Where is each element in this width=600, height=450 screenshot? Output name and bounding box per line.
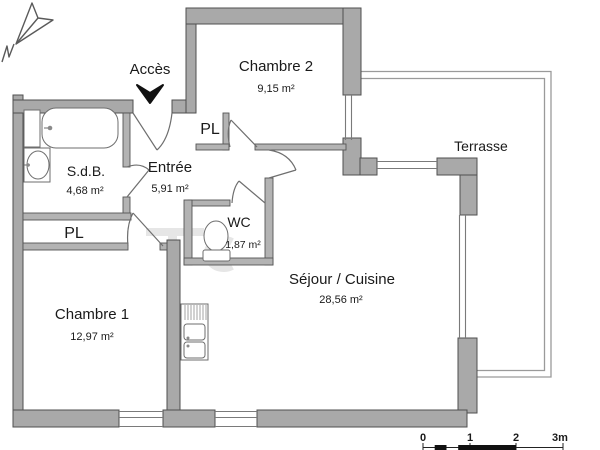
terrace-railing	[361, 70, 552, 378]
scale-tick-3: 3m	[552, 432, 568, 444]
window-sejour-right	[458, 215, 467, 338]
washbasin-icon	[23, 147, 51, 183]
room-area-chambre1: 12,97 m²	[70, 331, 114, 343]
north-arrow-icon	[1, 2, 54, 63]
exterior-walls	[12, 7, 478, 428]
scale-bar: 0 1 2 3m	[420, 432, 568, 450]
room-area-sdb: 4,68 m²	[66, 185, 104, 197]
room-name-chambre1: Chambre 1	[55, 306, 129, 323]
windows	[119, 95, 467, 428]
doors	[126, 112, 297, 247]
scale-tick-2: 2	[513, 432, 519, 444]
door-sejour	[268, 149, 297, 179]
room-area-entree: 5,91 m²	[151, 183, 189, 195]
access-label: Accès	[130, 61, 171, 78]
door-sdb	[126, 164, 150, 198]
room-name-sejour: Séjour / Cuisine	[289, 271, 395, 288]
toilet-icon	[202, 220, 231, 262]
scale-tick-1: 1	[467, 432, 473, 444]
room-area-sejour: 28,56 m²	[319, 294, 363, 306]
window-terrace-door	[377, 160, 437, 170]
room-name-sdb: S.d.B.	[67, 163, 105, 179]
fixtures	[23, 107, 231, 361]
window-chambre2	[344, 95, 353, 140]
room-name-wc: WC	[227, 214, 250, 230]
window-chambre1-bottom	[119, 410, 163, 428]
room-area-chambre2: 9,15 m²	[257, 83, 295, 95]
room-name-entree: Entrée	[148, 159, 192, 176]
door-entrance	[132, 112, 173, 151]
bathroom-cabinet	[23, 109, 41, 148]
interior-walls	[22, 112, 347, 266]
room-name-chambre2: Chambre 2	[239, 58, 313, 75]
closet-label-top: PL	[200, 121, 220, 138]
scale-tick-0: 0	[420, 432, 426, 444]
kitchen-sink-icon	[180, 303, 209, 361]
access-arrow-icon	[136, 84, 164, 104]
room-name-terrasse: Terrasse	[454, 138, 508, 154]
door-chambre2	[227, 119, 258, 148]
bathtub-icon	[41, 107, 119, 149]
closet-label-bottom: PL	[64, 225, 84, 242]
door-wc	[231, 180, 266, 204]
room-area-wc: 1,87 m²	[225, 239, 261, 251]
window-sejour-bottom	[215, 410, 257, 428]
door-chambre1	[126, 212, 164, 247]
